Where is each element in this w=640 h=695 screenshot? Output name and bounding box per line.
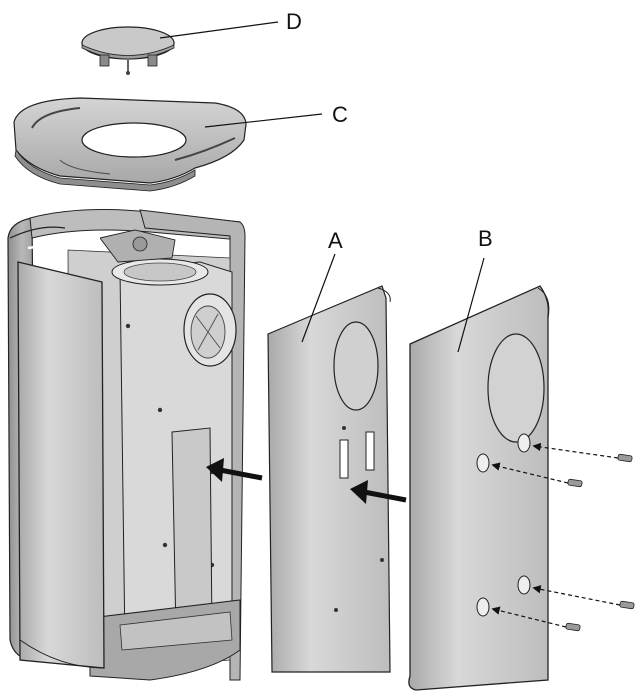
insertion-arrow-b bbox=[350, 480, 407, 504]
insertion-arrow-a bbox=[206, 458, 263, 482]
part-c-top-plate bbox=[13, 97, 247, 192]
label-b: B bbox=[478, 226, 493, 251]
label-a: A bbox=[328, 228, 343, 253]
label-c: C bbox=[332, 102, 348, 127]
leader-line-b bbox=[457, 257, 485, 353]
part-a-inner-panel bbox=[267, 285, 391, 673]
leader-line-a bbox=[301, 253, 336, 343]
screw-3 bbox=[532, 585, 635, 610]
main-housing bbox=[7, 209, 246, 681]
label-d: D bbox=[286, 9, 302, 34]
part-d-cap bbox=[81, 26, 175, 75]
leader-line-c bbox=[204, 113, 323, 128]
screw-1 bbox=[532, 442, 633, 463]
leader-line-d bbox=[159, 21, 279, 39]
screws bbox=[491, 442, 635, 632]
part-b-outer-cover bbox=[408, 285, 550, 691]
screw-4 bbox=[491, 606, 581, 632]
screw-2 bbox=[491, 462, 583, 488]
